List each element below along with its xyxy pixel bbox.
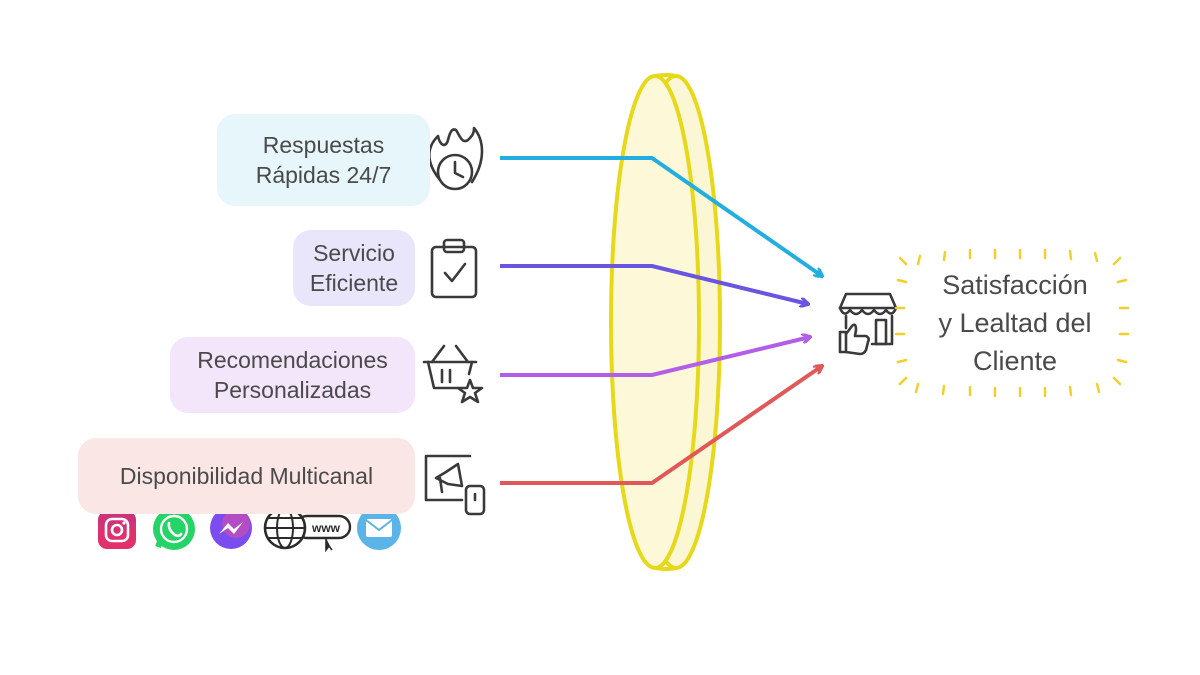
respuestas-line1: Respuestas [262,132,385,158]
output-satisfaccion: Satisfacción y Lealtad del Cliente [905,258,1125,388]
input-box-servicio: Servicio Eficiente [293,230,415,306]
recomendaciones-line2: Personalizadas [213,377,372,403]
input-box-disponibilidad: Disponibilidad Multicanal [78,438,415,514]
arrow-respuestas [500,156,822,276]
messenger-icon [210,507,252,549]
web-www-icon: www [263,506,352,553]
output-line2: y Lealtad del [938,308,1092,338]
respuestas-line2: Rápidas 24/7 [255,162,392,188]
instagram-icon [98,511,136,549]
www-label: www [311,521,341,535]
email-icon [357,506,401,550]
clock-flame-icon [427,126,484,191]
clipboard-check-icon [430,238,478,299]
whatsapp-icon [153,508,195,550]
input-box-respuestas: Respuestas Rápidas 24/7 [217,114,430,206]
output-line1: Satisfacción [942,270,1088,300]
servicio-line2: Eficiente [309,270,399,296]
arrow-servicio [500,264,808,304]
basket-star-icon [422,344,484,404]
servicio-line1: Servicio [313,240,395,266]
lens [609,73,722,571]
recomendaciones-line1: Recomendaciones [197,347,388,373]
arrow-recomendaciones [500,337,810,377]
disponibilidad-line1: Disponibilidad Multicanal [119,463,374,489]
store-thumbs-up-icon [838,292,898,356]
sunburst-frame [894,248,1130,398]
input-box-recomendaciones: Recomendaciones Personalizadas [170,337,415,413]
arrow-disponibilidad [500,366,822,485]
megaphone-phone-icon [424,454,486,516]
output-line3: Cliente [972,346,1058,376]
